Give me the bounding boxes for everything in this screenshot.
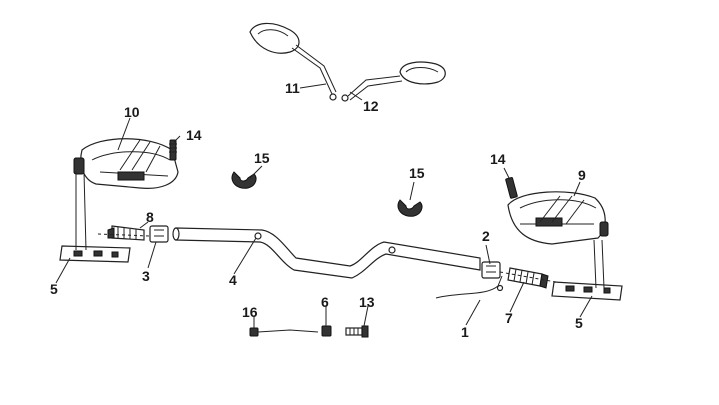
callout-13: 13	[359, 294, 375, 310]
callout-15-right: 15	[409, 165, 425, 181]
guide-lines-left	[75, 171, 151, 251]
callout-1: 1	[461, 324, 469, 340]
callout-11: 11	[285, 80, 300, 96]
handguard-left	[73, 138, 179, 189]
left-switch	[149, 225, 169, 243]
guide-lines-right	[499, 239, 605, 289]
callout-2: 2	[482, 228, 490, 244]
callout-5-left: 5	[50, 281, 58, 297]
callout-14-left: 14	[186, 127, 202, 143]
nut	[321, 325, 332, 337]
handlebar	[172, 227, 481, 279]
callout-9: 9	[578, 167, 586, 183]
callout-8: 8	[146, 209, 154, 225]
right-switch	[481, 261, 501, 279]
callout-12: 12	[363, 98, 379, 114]
callout-5-right: 5	[575, 315, 583, 331]
callout-7: 7	[505, 310, 513, 326]
callout-14-right: 14	[490, 151, 506, 167]
clip-right	[397, 199, 423, 217]
screw	[345, 325, 369, 338]
callout-3: 3	[142, 268, 150, 284]
callout-15-left: 15	[254, 150, 270, 166]
plate-left	[59, 245, 131, 263]
callout-10: 10	[124, 104, 140, 120]
callout-16: 16	[242, 304, 258, 320]
leader-lines	[55, 83, 593, 328]
left-grip	[107, 225, 145, 241]
mirror-left	[249, 22, 337, 101]
clip-left	[231, 171, 257, 189]
brake-switch-wire	[249, 327, 319, 337]
callout-6: 6	[321, 294, 329, 310]
mirror-right	[341, 61, 446, 102]
callout-labels: 10 14 15 15 11 12 8 3 4 5 2 14 9 5 7 1 1…	[50, 80, 586, 340]
bolt-left	[169, 139, 177, 161]
bolt-right	[505, 177, 518, 199]
handguard-right	[507, 191, 609, 245]
plate-right	[551, 281, 623, 301]
right-grip	[507, 267, 549, 289]
callout-4: 4	[229, 272, 237, 288]
throttle-cable	[435, 275, 504, 299]
